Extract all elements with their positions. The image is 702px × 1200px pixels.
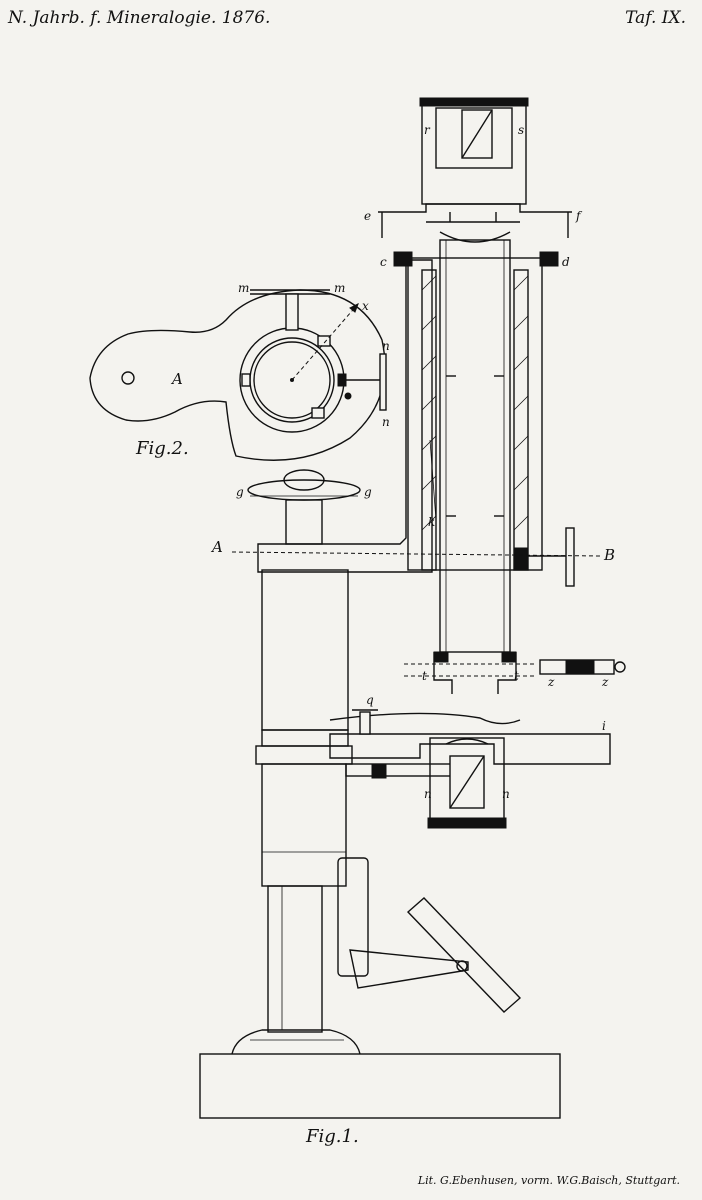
base-block bbox=[199, 1053, 561, 1119]
analyser-cap bbox=[419, 97, 529, 107]
arm bbox=[257, 259, 433, 573]
inner-tube-stops bbox=[446, 375, 504, 517]
label-n-top: n bbox=[382, 339, 390, 353]
plate-header-journal: N. Jahrb. f. Mineralogie. 1876. bbox=[8, 8, 271, 28]
label-e: e bbox=[364, 209, 371, 223]
fig2-stage-plate bbox=[89, 289, 387, 461]
label-k: k bbox=[428, 515, 435, 529]
pillar bbox=[267, 885, 323, 1033]
flange-top bbox=[378, 203, 572, 213]
label-n-bottom: n bbox=[382, 415, 390, 429]
label-g-left: g bbox=[236, 485, 244, 499]
objective-clamp-left bbox=[433, 651, 449, 663]
label-a-section: A bbox=[210, 538, 223, 556]
flange-stops bbox=[449, 212, 497, 222]
label-s: s bbox=[518, 123, 524, 137]
wall-hatching bbox=[421, 275, 529, 531]
label-n-lower-right: n bbox=[502, 787, 510, 801]
fig1-microscope bbox=[199, 97, 626, 1119]
label-b-section: B bbox=[603, 546, 615, 564]
label-t-left: t bbox=[422, 669, 427, 683]
mirror-arm bbox=[349, 949, 469, 989]
fig2-inner-ring bbox=[253, 341, 331, 419]
stand-column bbox=[285, 499, 323, 545]
mirror-bracket bbox=[337, 857, 369, 977]
lower-body bbox=[261, 763, 347, 887]
plate-number: Taf. IX. bbox=[625, 8, 686, 28]
fig2-axis-x bbox=[291, 303, 359, 381]
fig2-top-screw bbox=[285, 293, 299, 331]
label-z-left: z bbox=[547, 675, 555, 689]
figure-1-caption: Fig.1. bbox=[306, 1126, 359, 1147]
upper-body-collar bbox=[261, 729, 349, 747]
base-foot bbox=[231, 1029, 361, 1055]
fig2-pivot-hole bbox=[121, 371, 135, 385]
polariser-prism-diagonal bbox=[449, 755, 485, 809]
lithographer-credit: Lit. G.Ebenhusen, vorm. W.G.Baisch, Stut… bbox=[417, 1174, 680, 1187]
label-t-right: t bbox=[514, 669, 519, 683]
fig2-left-clamp bbox=[241, 373, 251, 387]
stand-knob bbox=[283, 469, 325, 491]
upper-body bbox=[261, 569, 349, 731]
label-z-right: z bbox=[601, 675, 609, 689]
fig2-right-knob bbox=[379, 353, 387, 411]
label-n-lower-left: n bbox=[424, 787, 432, 801]
fig2-right-clamp bbox=[337, 373, 347, 387]
polariser-base bbox=[427, 817, 507, 829]
section-line-ab bbox=[231, 551, 601, 557]
outer-wall-left bbox=[421, 269, 437, 571]
stage-plate bbox=[329, 733, 611, 765]
stage-collar bbox=[255, 745, 353, 765]
z-plate-knob bbox=[614, 661, 626, 673]
figure-2-caption: Fig.2. bbox=[136, 438, 189, 459]
focus-knob bbox=[565, 527, 575, 587]
condenser-lens bbox=[445, 738, 489, 745]
stage-screw-q bbox=[359, 711, 371, 735]
outer-tube bbox=[407, 257, 543, 571]
objective-clamp-right bbox=[501, 651, 517, 663]
eye-lens bbox=[439, 231, 511, 243]
label-m1: m bbox=[238, 281, 249, 295]
label-m2: m bbox=[334, 281, 345, 295]
collar-left bbox=[393, 251, 413, 267]
fig2-indicator-dot bbox=[344, 392, 352, 400]
label-r: r bbox=[424, 123, 431, 137]
fig2-axis-arrow bbox=[349, 302, 359, 313]
focus-block bbox=[513, 547, 529, 571]
stand-disc bbox=[247, 479, 361, 501]
letter-labels: r s e f c d m m x A n n g g A B k t t z … bbox=[170, 123, 615, 801]
rack bbox=[429, 439, 437, 521]
stage-support-block bbox=[371, 763, 387, 779]
collar-right bbox=[539, 251, 559, 267]
z-plate-inset bbox=[565, 659, 595, 675]
label-d: d bbox=[562, 255, 570, 269]
stage-spring-clip bbox=[329, 712, 521, 725]
analyser-inner bbox=[435, 107, 513, 169]
label-i: i bbox=[602, 719, 606, 733]
flange-hooks bbox=[381, 212, 569, 238]
label-g-right: g bbox=[364, 485, 372, 499]
objective-holder bbox=[433, 652, 517, 694]
analyser-prism-diagonal bbox=[461, 109, 493, 159]
label-x: x bbox=[362, 299, 369, 313]
fig2-upper-clamp bbox=[317, 335, 331, 347]
fig2-bottom-clamp bbox=[311, 407, 325, 419]
mirror-pivot bbox=[456, 960, 468, 972]
label-a-fig2: A bbox=[170, 370, 183, 388]
inner-tube bbox=[439, 239, 511, 653]
label-c: c bbox=[380, 255, 387, 269]
label-f: f bbox=[575, 209, 583, 223]
label-q: q bbox=[366, 693, 374, 707]
stage-support bbox=[345, 763, 467, 777]
outer-wall-right bbox=[513, 269, 529, 571]
mirror bbox=[406, 897, 522, 1013]
